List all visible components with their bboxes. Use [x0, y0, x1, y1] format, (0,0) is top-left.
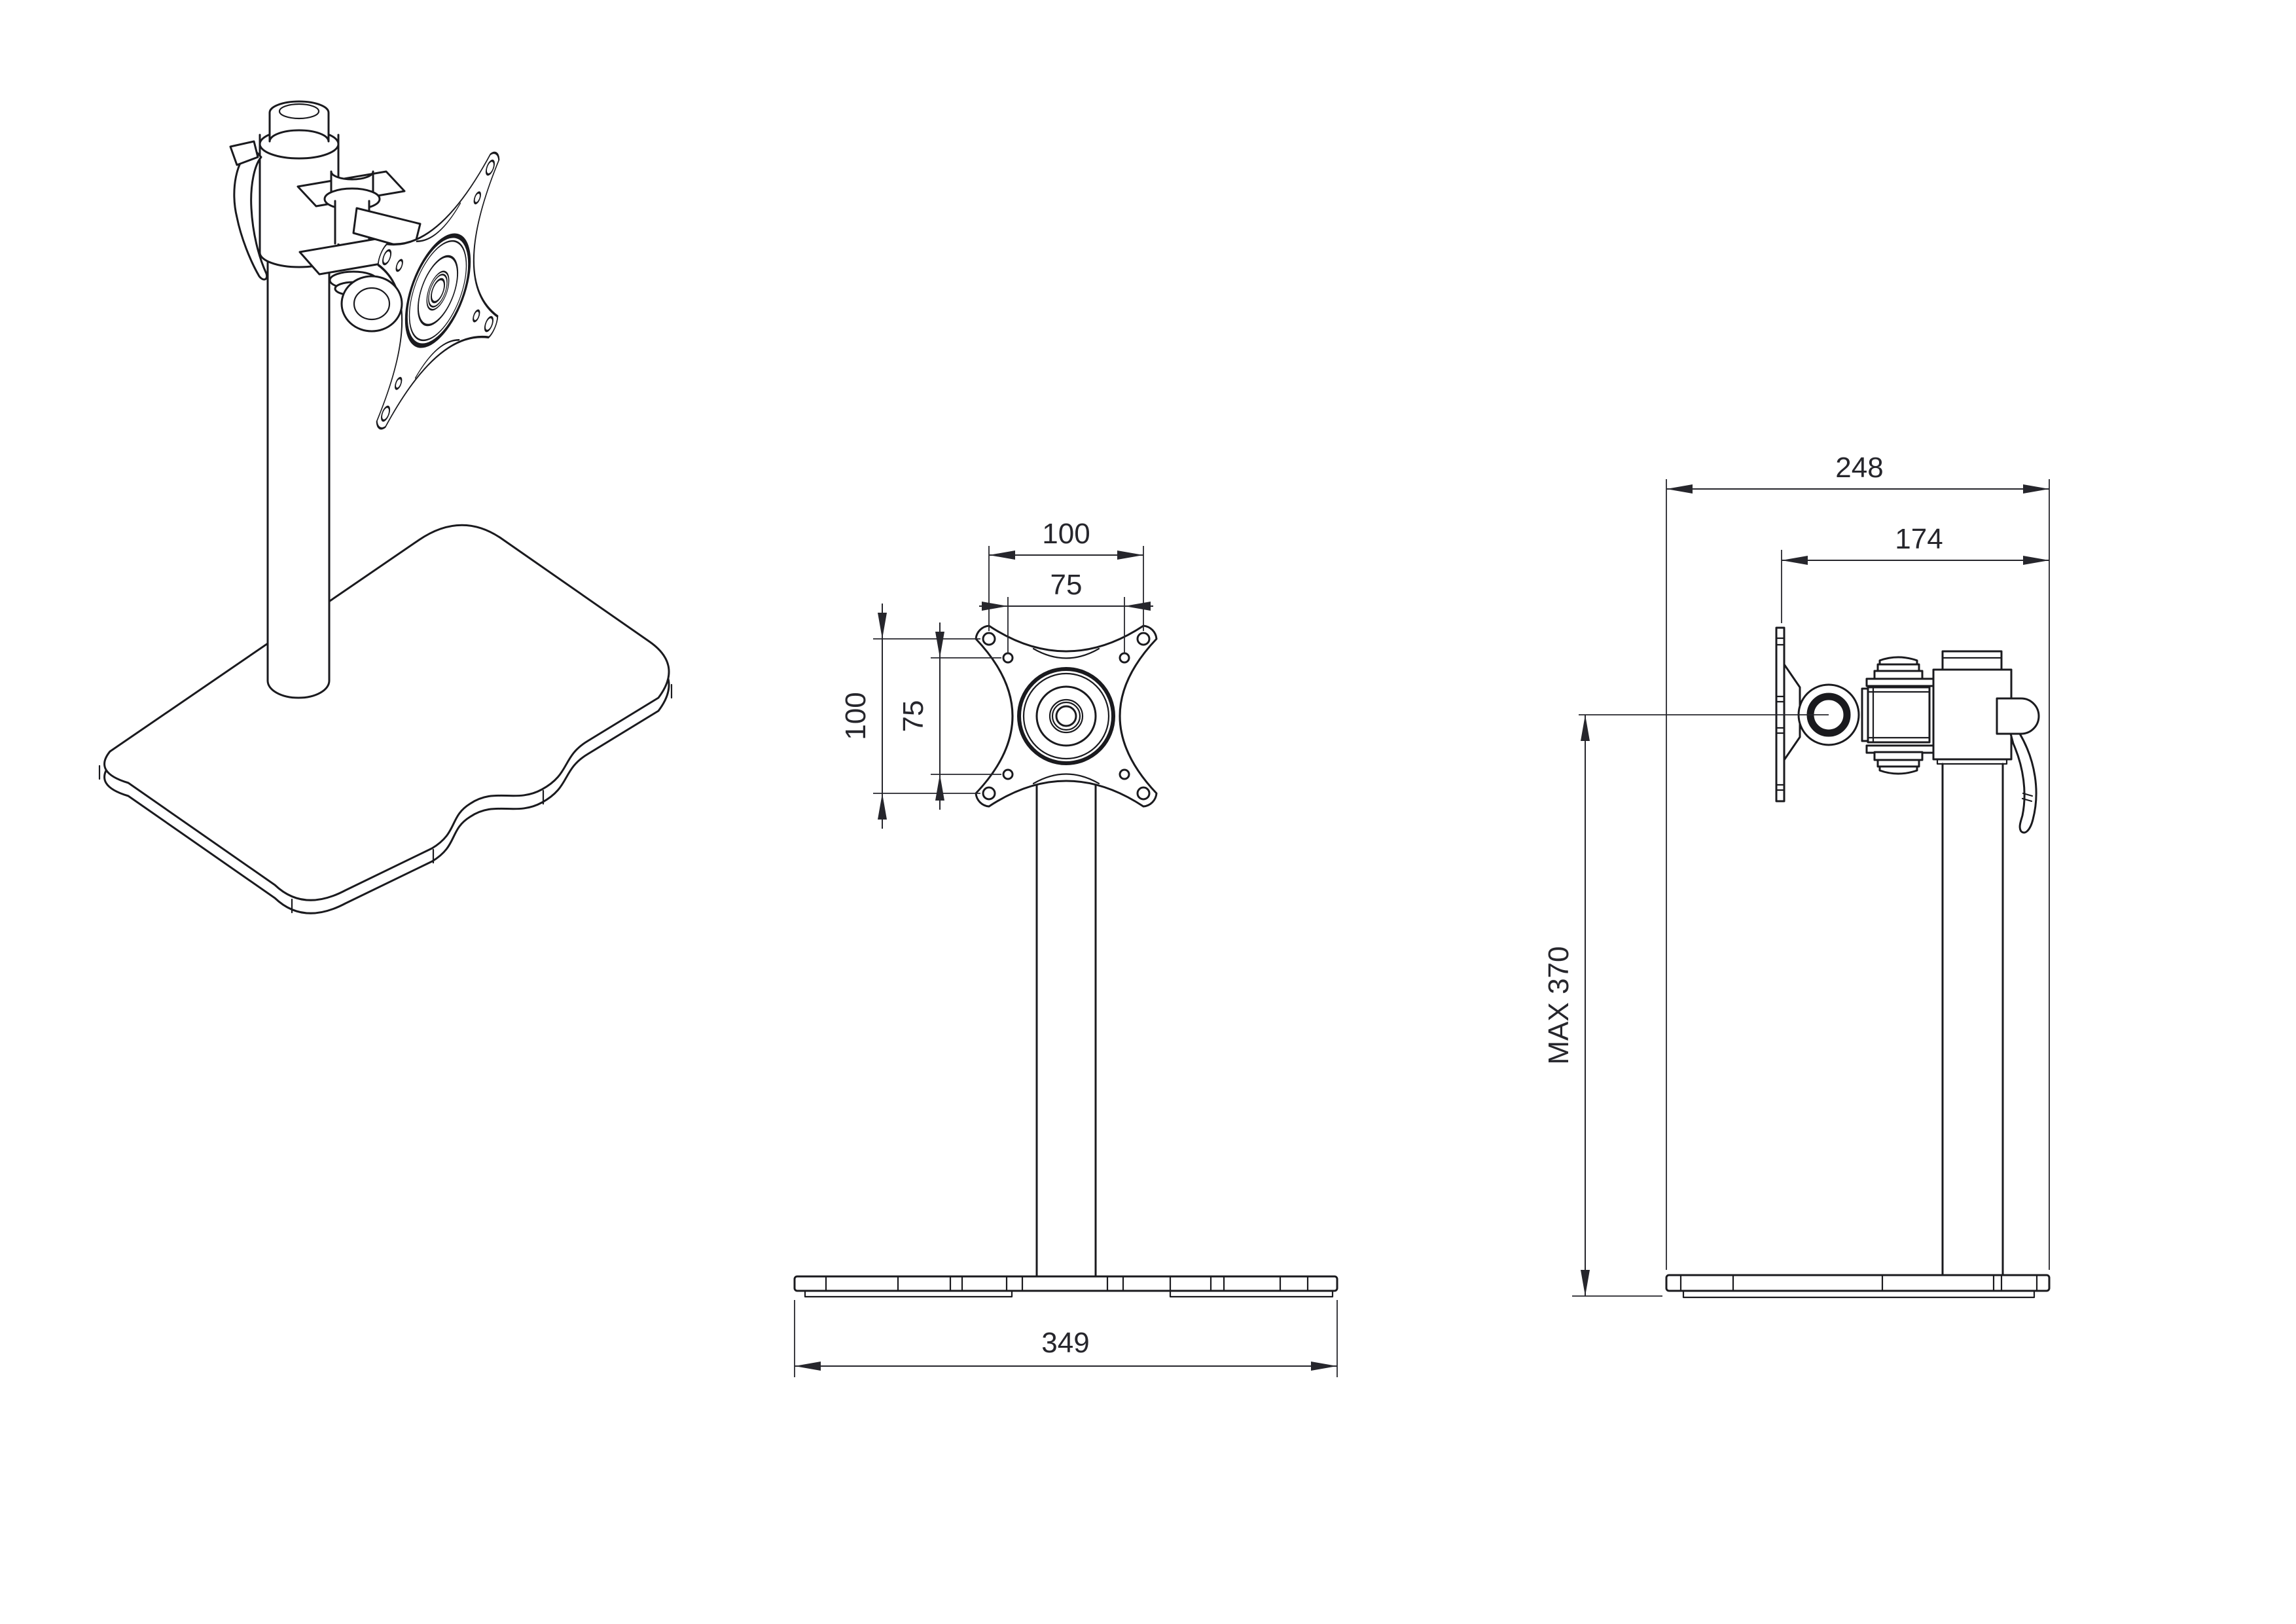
pole-front [1035, 784, 1097, 1278]
joint-block-lines [1867, 686, 1931, 744]
ball-joint-knob-inner [353, 287, 391, 321]
arrowhead [1666, 484, 1693, 494]
dim-label-base-width: 349 [1041, 1327, 1089, 1359]
vesa-plate-front [976, 626, 1157, 806]
base-segments-side [1679, 1274, 2038, 1292]
base-segments-front [825, 1275, 1309, 1292]
arrowhead [1782, 556, 1808, 565]
isometric-view [98, 100, 673, 914]
extension-lines-front [794, 546, 1338, 1377]
front-dimensions: 100 75 100 75 349 [794, 518, 1338, 1377]
extension-lines-side [1666, 479, 2050, 1270]
arrowhead [1117, 550, 1143, 560]
arrowhead [1311, 1362, 1337, 1371]
arrowhead [982, 602, 1008, 611]
base-plate-side [1665, 1274, 2051, 1292]
dim-label-vesa-width-inner: 75 [1050, 569, 1083, 601]
ball-joint-knob [340, 275, 403, 333]
clamp-lever [233, 147, 268, 281]
arrowhead [935, 632, 944, 658]
arrowhead [878, 793, 887, 820]
arrowhead [989, 550, 1015, 560]
bolt-dome-top [1878, 656, 1918, 666]
side-view [1665, 626, 2051, 1299]
arrowhead [1581, 715, 1590, 741]
dim-label-head-depth: 174 [1895, 523, 1943, 555]
front-view [793, 626, 1338, 1298]
base-top-face [103, 524, 670, 901]
dim-label-vesa-height-outer: 100 [840, 692, 872, 740]
arrowhead [878, 613, 887, 639]
bolt-washer-top [1873, 670, 1924, 680]
bolt-dome-bottom [1878, 765, 1918, 775]
lever-grip-lines [2021, 792, 2034, 803]
base-foot-left [804, 1290, 1013, 1298]
dim-label-max-height: MAX 370 [1543, 947, 1575, 1065]
arrowhead [795, 1362, 821, 1371]
arrowhead [2023, 484, 2049, 494]
lever-blade-side [2009, 732, 2037, 834]
joint-block [1867, 686, 1931, 744]
pole [266, 257, 331, 699]
side-dimensions: 248 174 MAX 370 [1543, 452, 2050, 1297]
pole-side [1941, 763, 2004, 1276]
bolt-washer-bottom [1873, 751, 1924, 761]
cap-top [278, 103, 320, 120]
clamp-lip [1936, 758, 2008, 765]
vesa-plate-slots [1775, 637, 1785, 791]
clamp-cap-side [1941, 650, 2003, 671]
base-thickness-ticks [98, 683, 673, 914]
cap-cylinder [268, 100, 330, 143]
arrowhead [1124, 602, 1151, 611]
arrowhead [1581, 1270, 1590, 1296]
dim-label-vesa-width-outer: 100 [1042, 518, 1090, 550]
dim-label-vesa-height-inner: 75 [897, 700, 929, 732]
vesa-hub-cone [1783, 663, 1801, 761]
base-foot-side [1682, 1290, 2036, 1299]
lever-hook [229, 140, 259, 166]
dim-label-overall-depth: 248 [1835, 452, 1883, 484]
base-foot-right [1169, 1290, 1334, 1298]
base-plate-front [793, 1275, 1338, 1292]
arrowhead [935, 774, 944, 801]
lever-pivot-side [1996, 697, 2040, 735]
arrowhead [2023, 556, 2049, 565]
